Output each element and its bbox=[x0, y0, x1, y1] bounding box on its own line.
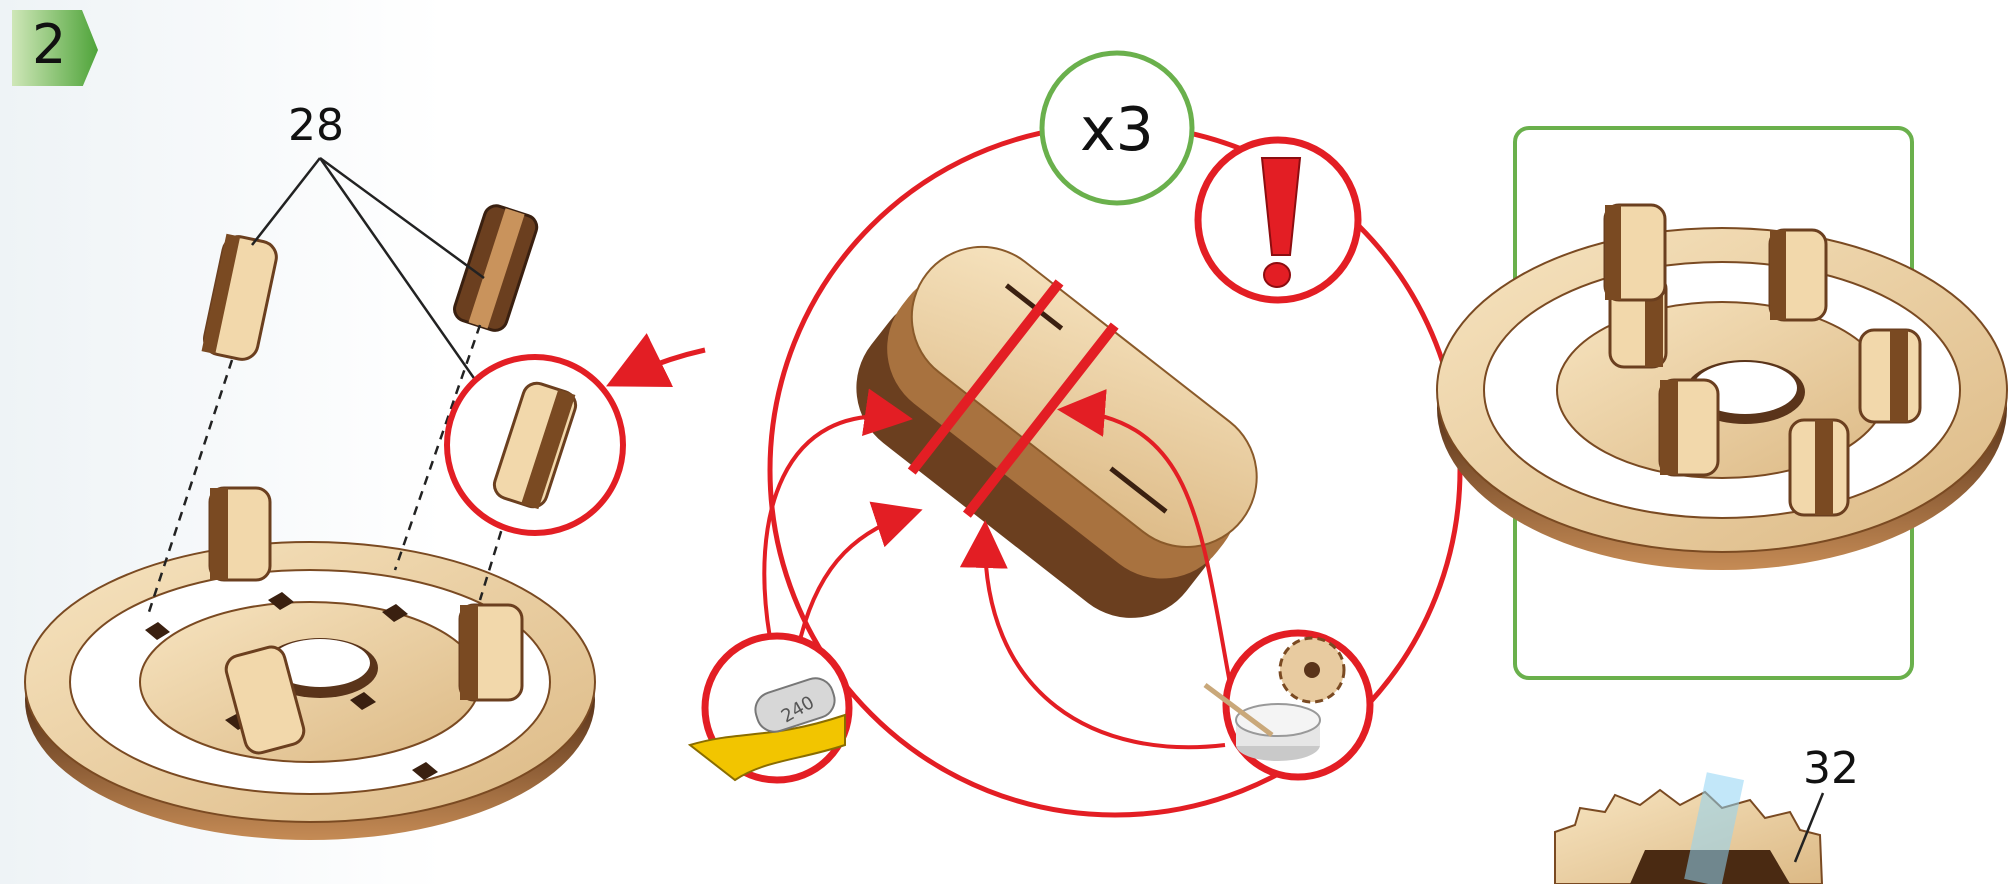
part-32-label: 32 bbox=[1803, 743, 1859, 794]
loose-pegs bbox=[202, 203, 540, 363]
right-disc bbox=[1437, 205, 2007, 570]
sandpaper-badge: 240 bbox=[690, 636, 849, 780]
loose-peg-1 bbox=[202, 234, 280, 363]
warning-badge bbox=[1198, 140, 1358, 300]
ring-to-zoom-arrow bbox=[615, 350, 705, 382]
wax-badge bbox=[1205, 633, 1370, 777]
quantity-text: x3 bbox=[1080, 95, 1154, 165]
left-disc-assembly bbox=[25, 488, 595, 840]
wooden-block bbox=[825, 215, 1288, 650]
loose-peg-2 bbox=[451, 203, 539, 334]
sanding-cycle-diagram: x3 240 bbox=[615, 53, 1460, 815]
part-28-label: 28 bbox=[288, 100, 344, 151]
result-panel bbox=[1437, 128, 2007, 678]
part-32-preview: 32 bbox=[1555, 743, 1859, 884]
zoom-circle-peg bbox=[447, 357, 623, 533]
quantity-badge: x3 bbox=[1042, 53, 1192, 203]
